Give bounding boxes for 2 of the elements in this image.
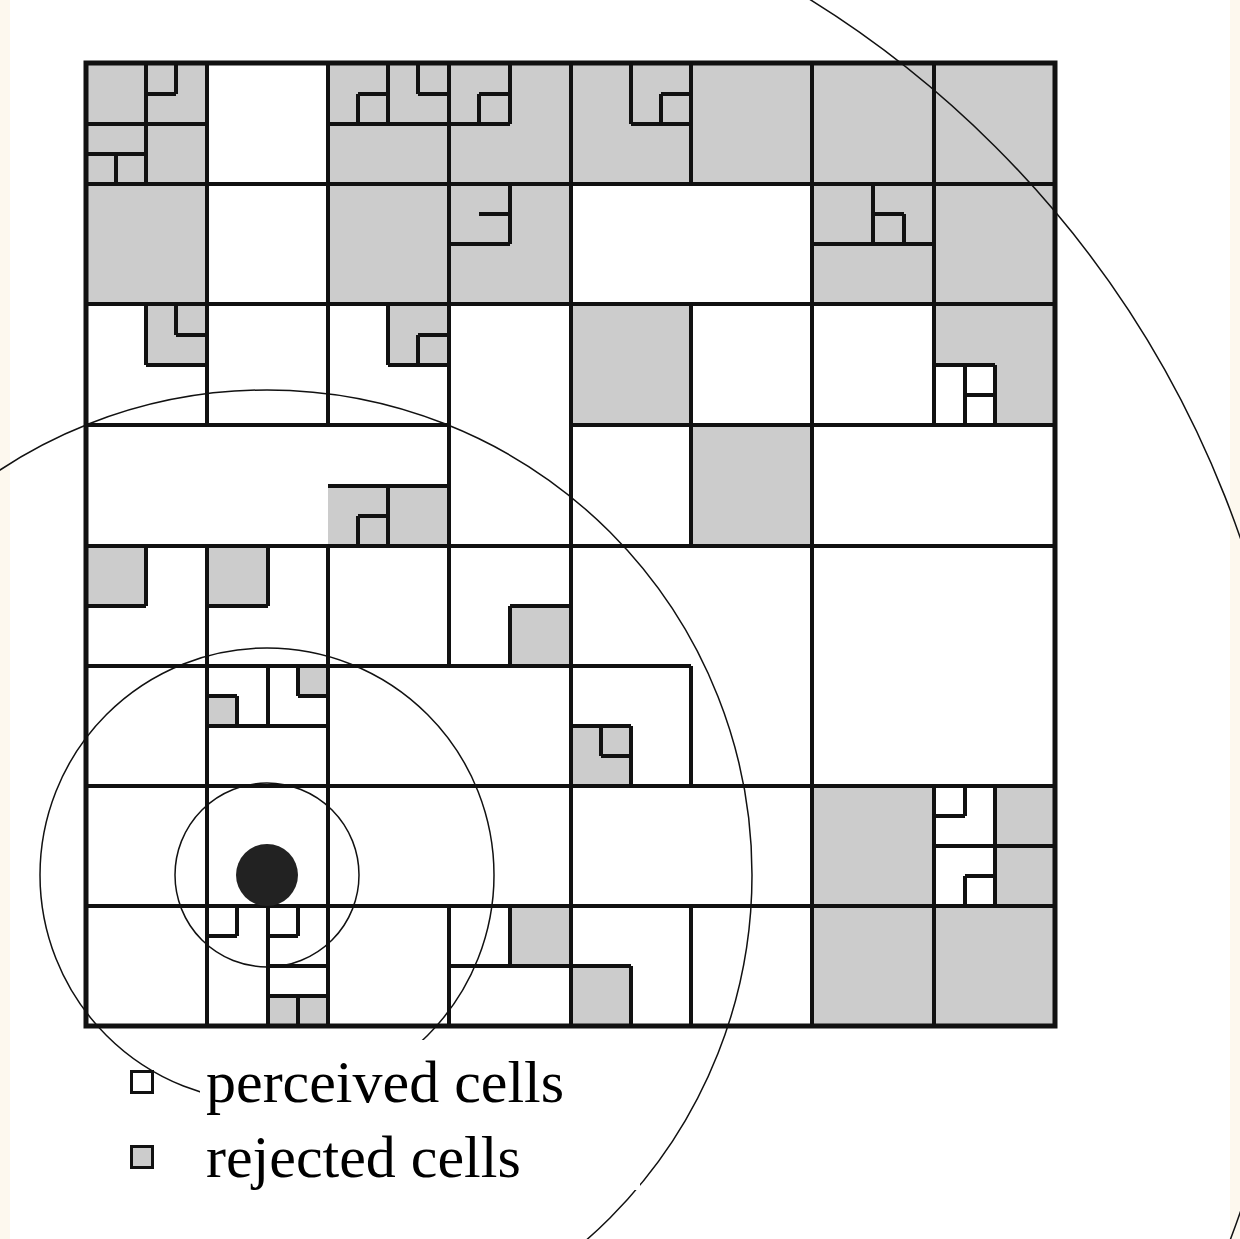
legend-label: perceived cells xyxy=(206,1050,565,1114)
legend-label: rejected cells xyxy=(206,1125,521,1189)
